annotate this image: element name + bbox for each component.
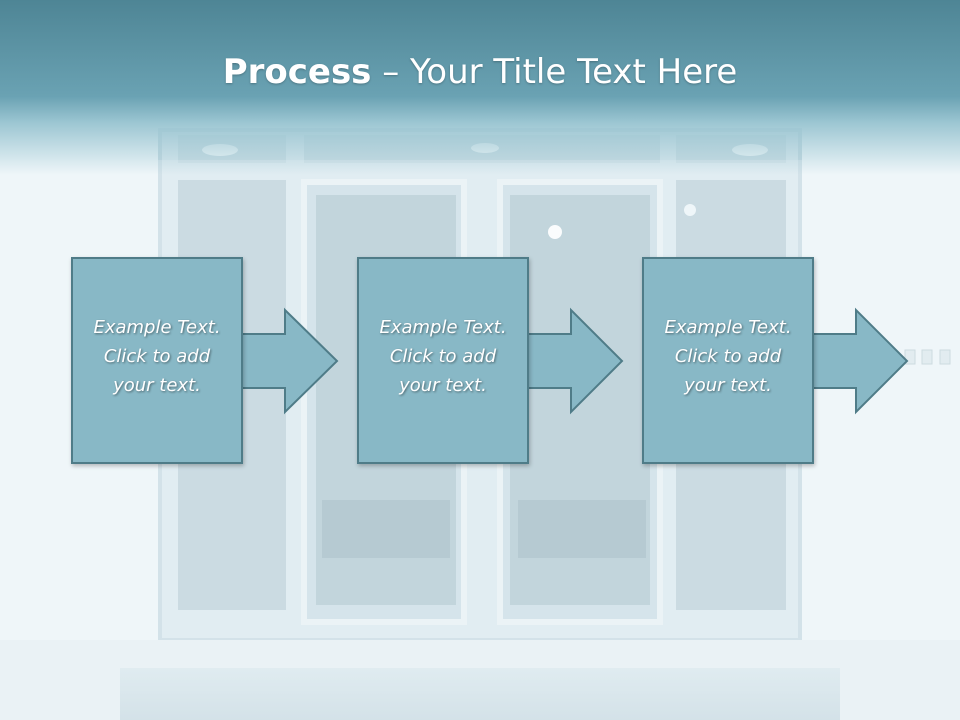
step-2-line-1: Example Text. (379, 317, 507, 338)
step-1-line-2: Click to add (103, 346, 211, 367)
title-band (0, 0, 960, 175)
step-1-text[interactable]: Example Text. Click to add your text. (73, 313, 241, 400)
process-step-1[interactable]: Example Text. Click to add your text. (71, 257, 243, 464)
step-2-text[interactable]: Example Text. Click to add your text. (359, 313, 527, 400)
step-1-line-3: your text. (113, 375, 201, 396)
title-bold: Process (222, 52, 372, 92)
step-3-line-1: Example Text. (664, 317, 792, 338)
step-3-line-3: your text. (684, 375, 772, 396)
step-2-line-3: your text. (399, 375, 487, 396)
step-2-line-2: Click to add (389, 346, 497, 367)
process-step-3[interactable]: Example Text. Click to add your text. (642, 257, 814, 464)
title-rest: – Your Title Text Here (371, 52, 738, 92)
arrow-1 (240, 307, 339, 415)
step-3-text[interactable]: Example Text. Click to add your text. (644, 313, 812, 400)
arrow-3 (811, 307, 909, 415)
process-step-2[interactable]: Example Text. Click to add your text. (357, 257, 529, 464)
slide-title[interactable]: Process – Your Title Text Here (0, 52, 960, 92)
arrow-2 (526, 307, 624, 415)
step-3-line-2: Click to add (674, 346, 782, 367)
step-1-line-1: Example Text. (93, 317, 221, 338)
